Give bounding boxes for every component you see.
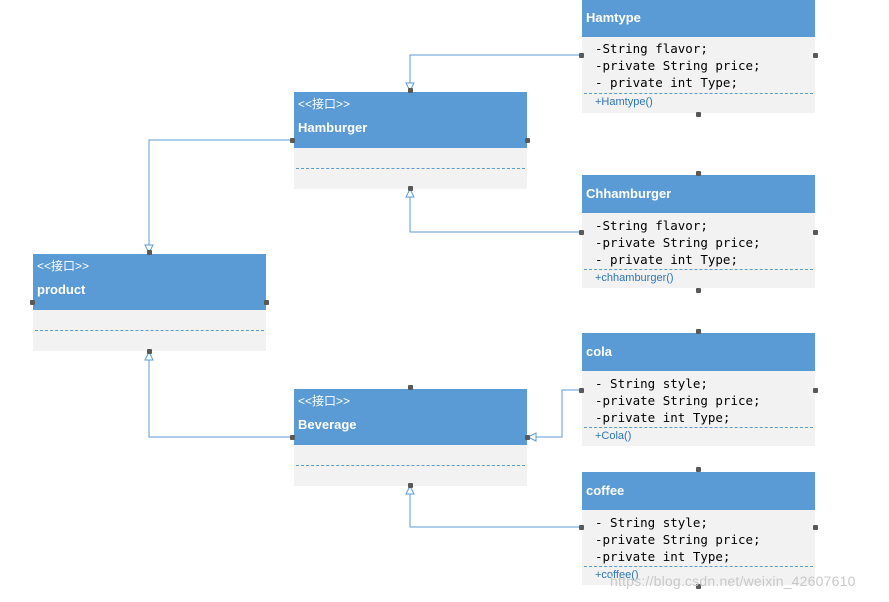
coffee-method: +coffee() xyxy=(595,569,639,581)
chhamburger-attributes: -String flavor; -private String price; -… xyxy=(595,217,761,268)
handle-hamburger-right[interactable] xyxy=(525,138,530,143)
chhamburger-class[interactable]: Chhamburger -String flavor; -private Str… xyxy=(582,175,815,288)
handle-beverage-top[interactable] xyxy=(408,385,413,390)
chhamburger-header: Chhamburger xyxy=(582,175,815,213)
chhamburger-attr-flavor: -String flavor; xyxy=(595,218,708,233)
handle-chhamburger-left[interactable] xyxy=(579,230,584,235)
hamtype-attr-flavor: -String flavor; xyxy=(595,41,708,56)
hamtype-attributes: -String flavor; -private String price; -… xyxy=(595,40,761,91)
handle-beverage-bottom[interactable] xyxy=(408,483,413,488)
hamtype-separator xyxy=(584,93,813,94)
handle-hamtype-left[interactable] xyxy=(579,53,584,58)
product-interface[interactable]: <<接口>> product xyxy=(33,254,266,351)
handle-beverage-right[interactable] xyxy=(525,435,530,440)
hamburger-name: Hamburger xyxy=(298,120,368,135)
connector-hamburger-to-product xyxy=(149,139,294,253)
product-name: product xyxy=(37,282,86,297)
handle-cola-top[interactable] xyxy=(696,329,701,334)
handle-cola-bottom[interactable] xyxy=(696,467,701,472)
cola-attr-type: -private int Type; xyxy=(595,410,731,425)
chhamburger-attr-price: -private String price; xyxy=(595,235,761,250)
cola-attr-style: - String style; xyxy=(595,376,708,391)
connector-coffee-to-beverage xyxy=(410,486,582,528)
hamtype-header: Hamtype xyxy=(582,0,815,37)
hamtype-method: +Hamtype() xyxy=(595,96,653,108)
cola-name: cola xyxy=(586,344,613,359)
handle-cola-right[interactable] xyxy=(813,388,818,393)
product-stereotype: <<接口>> xyxy=(37,259,90,273)
handle-coffee-bottom[interactable] xyxy=(696,584,701,589)
handle-chhamburger-bottom[interactable] xyxy=(696,288,701,293)
handle-product-top[interactable] xyxy=(147,250,152,255)
chhamburger-attr-type: - private int Type; xyxy=(595,252,738,267)
hamburger-interface[interactable]: <<接口>> Hamburger xyxy=(294,92,527,189)
hamtype-class[interactable]: Hamtype -String flavor; -private String … xyxy=(582,0,815,113)
coffee-attributes: - String style; -private String price; -… xyxy=(595,514,761,565)
connector-beverage-to-product xyxy=(149,352,294,438)
hamburger-stereotype: <<接口>> xyxy=(298,97,351,111)
beverage-stereotype: <<接口>> xyxy=(298,394,351,408)
product-header: <<接口>> product xyxy=(33,254,266,310)
handle-product-left[interactable] xyxy=(30,300,35,305)
hamtype-attr-price: -private String price; xyxy=(595,58,761,73)
coffee-attr-price: -private String price; xyxy=(595,532,761,547)
product-separator xyxy=(35,330,264,331)
handle-product-bottom[interactable] xyxy=(147,349,152,354)
handle-hamtype-bottom[interactable] xyxy=(696,112,701,117)
chhamburger-method: +chhamburger() xyxy=(595,272,674,284)
coffee-separator xyxy=(584,566,813,567)
handle-chhamburger-top[interactable] xyxy=(696,171,701,176)
handle-coffee-right[interactable] xyxy=(813,525,818,530)
cola-method: +Cola() xyxy=(595,430,632,442)
chhamburger-separator xyxy=(584,269,813,270)
handle-chhamburger-right[interactable] xyxy=(813,230,818,235)
beverage-interface[interactable]: <<接口>> Beverage xyxy=(294,389,527,486)
handle-beverage-left[interactable] xyxy=(290,435,295,440)
watermark: https://blog.csdn.net/weixin_42607610 xyxy=(610,573,856,589)
coffee-attr-style: - String style; xyxy=(595,515,708,530)
connector-hamtype-to-hamburger xyxy=(410,54,582,91)
beverage-header: <<接口>> Beverage xyxy=(294,389,527,445)
coffee-class[interactable]: coffee - String style; -private String p… xyxy=(582,472,815,585)
cola-header: cola xyxy=(582,333,815,371)
handle-hamburger-left[interactable] xyxy=(290,138,295,143)
handle-coffee-left[interactable] xyxy=(579,525,584,530)
hamburger-header: <<接口>> Hamburger xyxy=(294,92,527,148)
coffee-header: coffee xyxy=(582,472,815,510)
cola-attributes: - String style; -private String price; -… xyxy=(595,375,761,426)
hamburger-separator xyxy=(296,168,525,169)
beverage-name: Beverage xyxy=(298,417,357,432)
cola-attr-price: -private String price; xyxy=(595,393,761,408)
connector-chhamburger-to-hamburger xyxy=(410,189,582,233)
hamtype-attr-type: - private int Type; xyxy=(595,75,738,90)
handle-cola-left[interactable] xyxy=(579,388,584,393)
beverage-separator xyxy=(296,465,525,466)
handle-hamburger-top[interactable] xyxy=(408,88,413,93)
chhamburger-name: Chhamburger xyxy=(586,186,672,201)
connector-cola-to-beverage xyxy=(528,389,582,437)
handle-hamburger-bottom[interactable] xyxy=(408,186,413,191)
coffee-name: coffee xyxy=(586,483,625,498)
cola-separator xyxy=(584,427,813,428)
hamtype-name: Hamtype xyxy=(586,10,641,25)
handle-product-right[interactable] xyxy=(264,300,269,305)
coffee-attr-type: -private int Type; xyxy=(595,549,731,564)
handle-hamtype-right[interactable] xyxy=(813,53,818,58)
cola-class[interactable]: cola - String style; -private String pri… xyxy=(582,333,815,446)
